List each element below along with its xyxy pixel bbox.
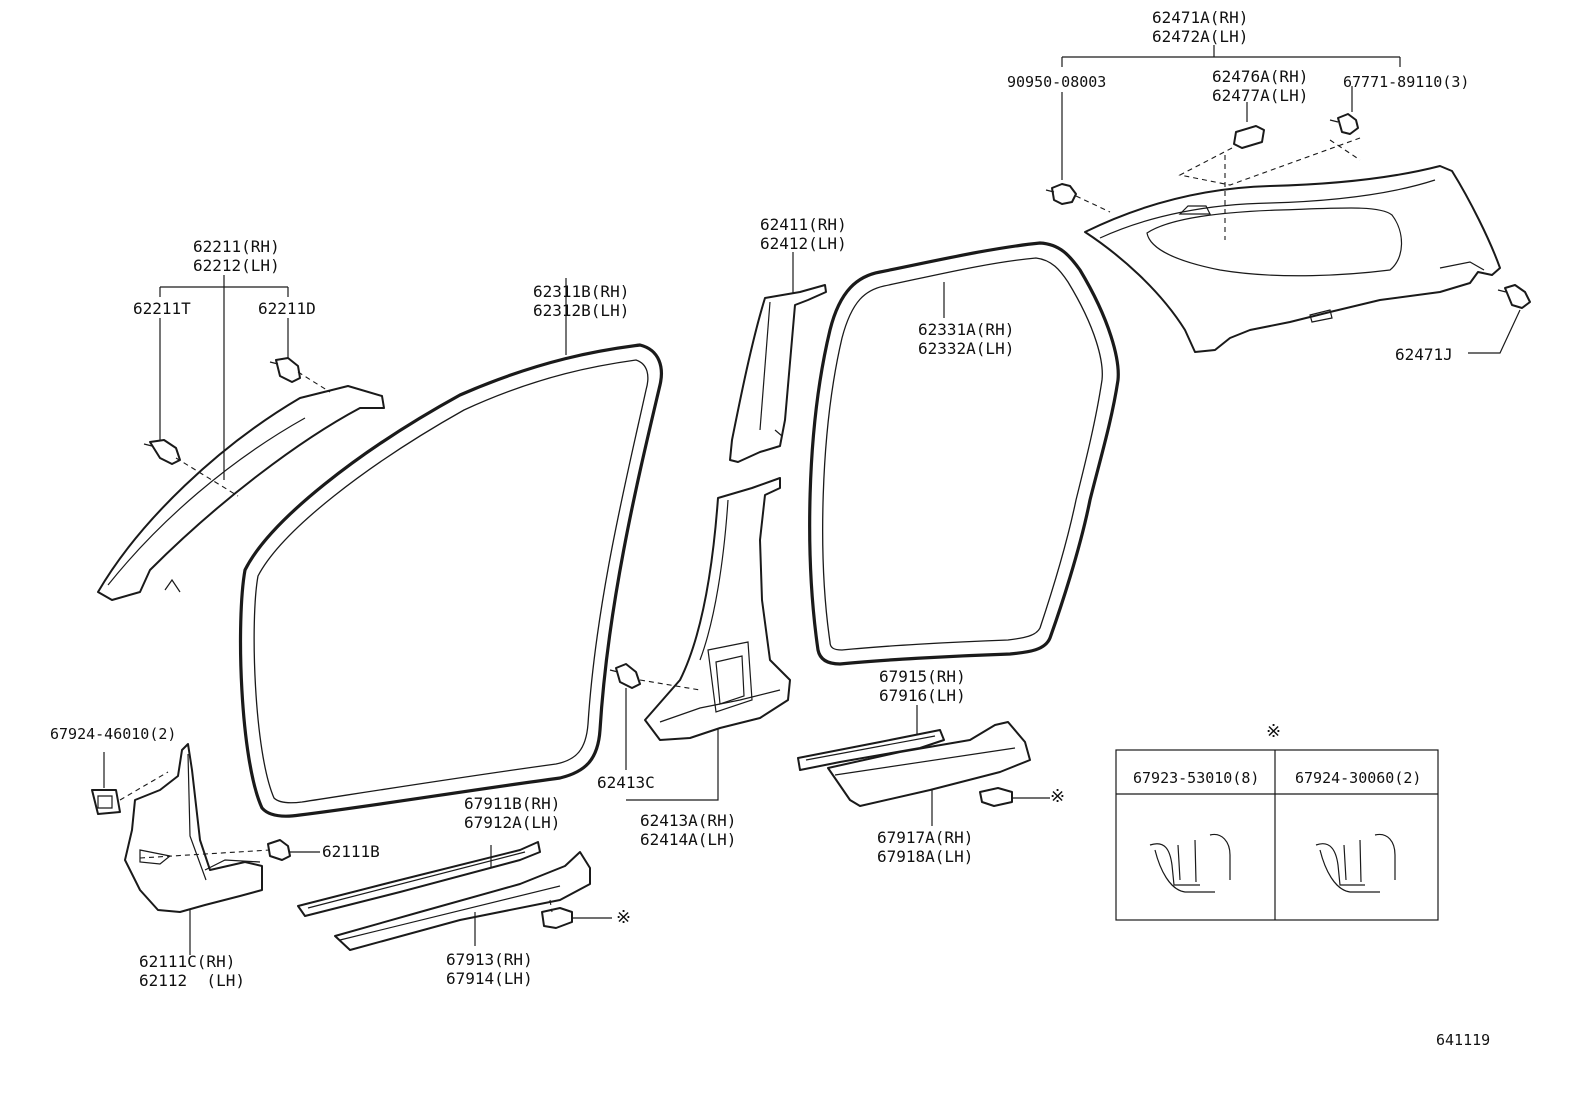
b-pillar-clip <box>609 663 641 689</box>
label-67918a-lh: 67918A(LH) <box>877 847 974 866</box>
front-scuff-plate-lower <box>334 851 591 951</box>
label-90950-08003: 90950-08003 <box>1007 73 1107 91</box>
asterisk-front-scuff: ※ <box>616 907 632 928</box>
label-67923-53010: 67923-53010(8) <box>1133 769 1260 787</box>
label-67917a-rh: 67917A(RH) <box>877 828 974 847</box>
label-62472a-lh: 62472A(LH) <box>1152 27 1249 46</box>
front-scuff-clip <box>541 907 573 929</box>
a-pillar-clips <box>143 357 301 465</box>
front-door-weatherstrip <box>238 278 663 818</box>
label-62413a-rh: 62413A(RH) <box>640 811 737 830</box>
label-62476a-rh: 62476A(RH) <box>1212 67 1309 86</box>
b-pillar-lower-garnish <box>644 477 791 741</box>
label-62211-rh: 62211(RH) <box>193 237 280 256</box>
front-scuff-leaders <box>474 845 612 946</box>
label-62414a-lh: 62414A(LH) <box>640 830 737 849</box>
rear-scuff-plate-upper <box>797 729 945 771</box>
label-62471a-rh: 62471A(RH) <box>1152 8 1249 27</box>
label-62211d: 62211D <box>258 299 316 318</box>
rear-scuff-leaders <box>916 705 1050 826</box>
asterisk-rear-scuff: ※ <box>1050 786 1066 807</box>
kick-panel-clips <box>91 789 291 861</box>
rear-scuff-clip <box>979 787 1013 807</box>
label-67913-rh: 67913(RH) <box>446 950 533 969</box>
label-62411-rh: 62411(RH) <box>760 215 847 234</box>
label-67924-30060: 67924-30060(2) <box>1295 769 1422 787</box>
b-pillar-leaders <box>625 679 719 801</box>
quarter-trim-panel <box>1084 165 1501 353</box>
label-62111b: 62111B <box>322 842 380 861</box>
asterisk-clip-box: ※ <box>1266 721 1282 742</box>
label-62212-lh: 62212(LH) <box>193 256 280 275</box>
label-62471j: 62471J <box>1395 345 1453 364</box>
label-67912a-lh: 67912A(LH) <box>464 813 561 832</box>
label-62412-lh: 62412(LH) <box>760 234 847 253</box>
label-67914-lh: 67914(LH) <box>446 969 533 988</box>
label-62413c: 62413C <box>597 773 655 792</box>
quarter-clips <box>1045 113 1531 309</box>
label-67911b-rh: 67911B(RH) <box>464 794 561 813</box>
label-62332a-lh: 62332A(LH) <box>918 339 1015 358</box>
kick-panel-leaders <box>103 752 320 955</box>
a-pillar-trim <box>97 385 385 601</box>
diagram-id: 641119 <box>1436 1031 1491 1049</box>
rear-scuff-plate-lower <box>827 721 1031 807</box>
label-62331a-rh: 62331A(RH) <box>918 320 1015 339</box>
label-62111c-rh: 62111C(RH) <box>139 952 236 971</box>
label-67924-46010: 67924-46010(2) <box>50 725 177 743</box>
label-62477a-lh: 62477A(LH) <box>1212 86 1309 105</box>
label-62311b-rh: 62311B(RH) <box>533 282 630 301</box>
label-67916-lh: 67916(LH) <box>879 686 966 705</box>
label-67771-89110: 67771-89110(3) <box>1343 73 1470 91</box>
a-pillar-leaders <box>159 275 331 497</box>
quarter-leaders <box>1061 45 1521 354</box>
front-scuff-plate-upper <box>297 841 541 917</box>
b-pillar-upper-garnish <box>729 252 827 463</box>
rear-door-weatherstrip <box>808 241 1120 666</box>
label-62312b-lh: 62312B(LH) <box>533 301 630 320</box>
clip-detail-box <box>1115 749 1439 921</box>
label-67915-rh: 67915(RH) <box>879 667 966 686</box>
label-62211t: 62211T <box>133 299 191 318</box>
label-62112-lh: 62112 (LH) <box>139 971 245 990</box>
kick-panel <box>124 743 263 913</box>
